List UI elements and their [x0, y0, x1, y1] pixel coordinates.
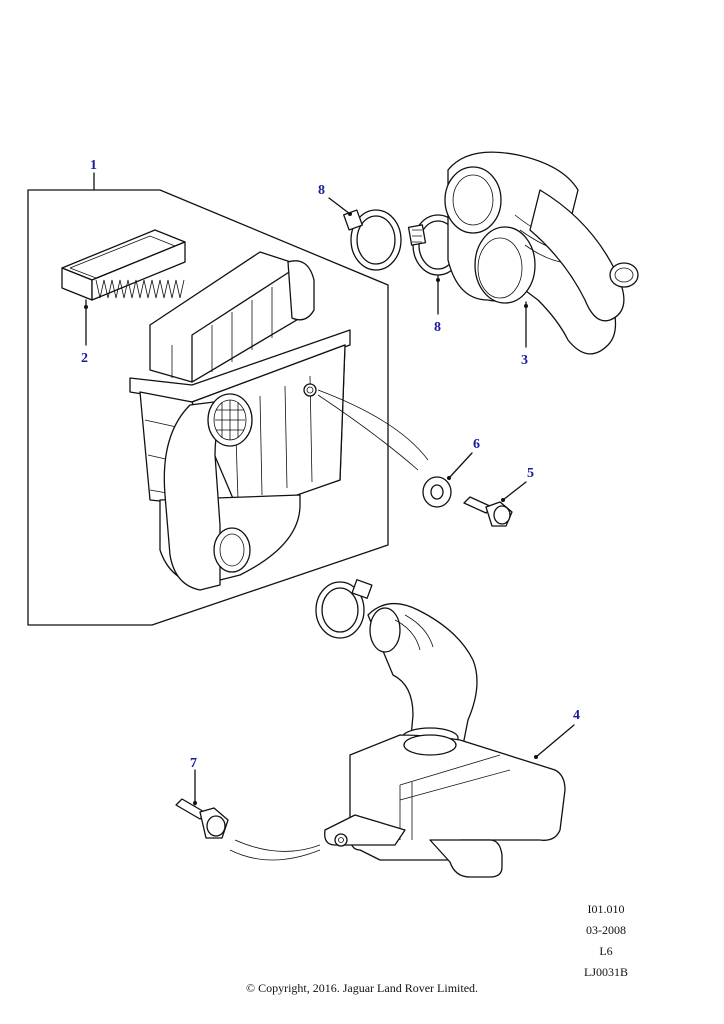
callout-2: 2	[81, 351, 88, 366]
lower-clamp-and-hose	[315, 579, 478, 771]
callout-3: 3	[521, 353, 528, 368]
air-filter-element	[61, 229, 186, 346]
bolt-item-5	[463, 481, 527, 527]
copyright-notice: © Copyright, 2016. Jaguar Land Rover Lim…	[245, 981, 479, 995]
callout-8-lower: 8	[434, 320, 441, 335]
callout-7: 7	[190, 756, 197, 771]
callout-8-upper: 8	[318, 183, 325, 198]
model-code: L6	[599, 944, 613, 958]
hose-clamp-upper-left	[328, 197, 402, 271]
illustration-code: I01.010	[587, 902, 625, 916]
resonator-box	[229, 724, 575, 878]
bolt-item-7	[175, 769, 229, 839]
callout-5: 5	[527, 466, 534, 481]
illustration-date: 03-2008	[586, 923, 626, 937]
air-cleaner-assembly	[129, 251, 429, 591]
callout-1: 1	[90, 158, 97, 173]
callout-4: 4	[573, 708, 580, 723]
reference-code: LJ0031B	[583, 965, 628, 979]
assembly-boundary	[27, 189, 389, 626]
callout-6: 6	[473, 437, 480, 452]
grommet-washer	[422, 452, 473, 508]
intake-hose	[444, 151, 639, 355]
